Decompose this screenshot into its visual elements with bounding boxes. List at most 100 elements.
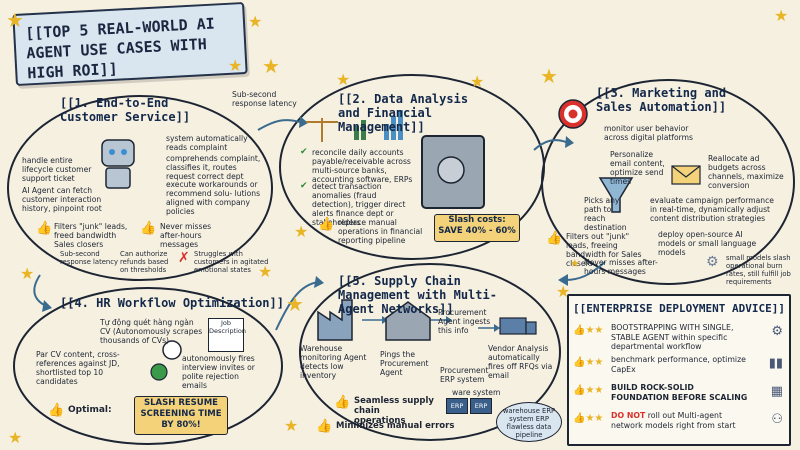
star-icon: ★ xyxy=(258,262,273,281)
filters-junk-text: Filters "junk" leads, freed bandwidth Sa… xyxy=(54,222,128,249)
workarounds-text: execute workarounds or recommend solu- l… xyxy=(166,180,261,216)
erp-icon: ERP xyxy=(470,398,492,414)
job-description-doc: Job Description xyxy=(208,318,246,352)
thumbs-up-icon: 👍 xyxy=(48,403,65,418)
arrow-head xyxy=(565,136,574,148)
slash-costs-box: Slash costs: SAVE 40% - 60% xyxy=(434,214,520,242)
phone-icon xyxy=(150,363,168,381)
robot-eye xyxy=(109,149,115,155)
arrow-4-to-5 xyxy=(275,281,319,331)
advice-item-2: benchmark performance, optimize CapEx xyxy=(611,355,746,374)
star-icon: ★ xyxy=(8,428,23,447)
star-icon: ★ xyxy=(540,64,558,88)
section2-title: [[2. Data Analysis and Financial Managem… xyxy=(338,92,469,134)
section4-oval xyxy=(13,287,283,445)
latency-note: Sub-second response latency xyxy=(232,90,297,108)
section1-title: [[1. End-to-End Customer Service]] xyxy=(60,96,191,124)
arrow-head xyxy=(494,324,500,332)
ware-system-text: ware system xyxy=(452,388,501,397)
bar-icon xyxy=(391,116,396,140)
picks-path-text: Picks any path to reach destination xyxy=(584,196,627,232)
monitor-text: monitor user behavior across digital pla… xyxy=(604,124,693,142)
refunds-text: Can authorize refunds based on threshold… xyxy=(120,250,169,274)
section5-title: [[5. Supply Chain Management with Multi-… xyxy=(338,274,497,316)
target-center xyxy=(568,109,578,119)
page-title: [[TOP 5 REAL-WORLD AI AGENT USE CASES WI… xyxy=(24,14,216,83)
advice-item-1: BOOTSTRAPPING WITH SINGLE, STABLE AGENT … xyxy=(611,323,734,351)
star-icon: ★ xyxy=(294,222,309,241)
pings-text: Pings the Procurement Agent xyxy=(380,350,429,377)
fetch-history-text: AI Agent can fetch customer interaction … xyxy=(22,186,102,213)
slash-resume-box: SLASH RESUME SCREENING TIME BY 80%! xyxy=(134,396,228,435)
cross-icon: ✗ xyxy=(178,250,190,266)
warehouse-icon xyxy=(385,301,431,341)
advice-item-4-text: roll out Multi-agent network models righ… xyxy=(611,411,736,430)
arrow-head xyxy=(42,300,52,312)
check-icon: ✔ xyxy=(300,181,308,191)
struggles-text: Struggles with customers in agitated emo… xyxy=(194,250,269,274)
truck-cab xyxy=(525,321,537,335)
small-models-text: small models slash operational burn rate… xyxy=(726,254,791,286)
thumbs-up-icon: 👍 xyxy=(36,221,53,236)
section3-title: [[3. Marketing and Sales Automation]] xyxy=(596,86,727,114)
star-icon: ★ xyxy=(248,12,263,31)
warehouse-agent-text: Warehouse monitoring Agent detects low i… xyxy=(300,344,367,380)
advice-item-4: DO NOT roll out Multi-agent network mode… xyxy=(611,411,751,430)
par-cv-text: Par CV content, cross-references against… xyxy=(36,350,120,386)
star-icon: ★ xyxy=(570,257,580,270)
vendor-analysis-text: Vendor Analysis automatically fires off … xyxy=(488,344,553,380)
arrow-head xyxy=(299,116,308,128)
scrapes-text: Tự động quét hàng ngàn CV (Autonomously … xyxy=(100,318,203,345)
replace-text: replace manual operations in financial r… xyxy=(338,218,423,245)
minimizes-text: Minimizes manual errors xyxy=(336,421,455,431)
building-icon: ▦ xyxy=(770,384,783,399)
advice-item-3: BUILD ROCK-SOLID FOUNDATION BEFORE SCALI… xyxy=(611,383,748,402)
bar-icon xyxy=(384,124,389,140)
envelope-flap xyxy=(671,165,701,178)
thumbs-up-icon: 👍 xyxy=(334,395,351,410)
safe-dial xyxy=(437,156,465,184)
deploy-models-text: deploy open-source AI models or small la… xyxy=(658,230,757,257)
comprehends-text: comprehends complaint, classifies it, ro… xyxy=(166,154,261,181)
procurement-erp-text: Procurement ERP system xyxy=(440,366,489,384)
robot-icon xyxy=(101,139,135,167)
advice-title: [[ENTERPRISE DEPLOYMENT ADVICE]] xyxy=(573,302,785,315)
star-icon: ★ xyxy=(336,70,351,89)
funnel-icon xyxy=(598,177,634,213)
personalize-text: Personalize email content, optimize send… xyxy=(610,150,665,186)
arrow-1-to-2 xyxy=(257,119,301,131)
seamless-text: Seamless supply chain operations xyxy=(354,396,434,426)
title-banner: [[TOP 5 REAL-WORLD AI AGENT USE CASES WI… xyxy=(12,1,248,87)
truck-icon xyxy=(499,317,527,335)
clock-icon xyxy=(162,340,182,360)
slash-costs-value: SAVE 40% - 60% xyxy=(438,226,516,236)
robot-body xyxy=(105,167,131,189)
optimal-label: Optimal: xyxy=(68,405,112,415)
thumbs-stars-icon: 👍★★ xyxy=(573,385,604,396)
advice-panel: [[ENTERPRISE DEPLOYMENT ADVICE]] 👍★★ BOO… xyxy=(567,294,791,446)
never-misses-3-text: Never misses after-hours messages xyxy=(584,258,658,276)
star-icon: ★ xyxy=(228,56,243,75)
erp-icon: ERP xyxy=(446,398,468,414)
reads-complaint-text: system automatically reads complaint xyxy=(166,134,248,152)
star-icon: ★ xyxy=(262,54,280,78)
thumbs-stars-icon: 👍★★ xyxy=(573,413,604,424)
star-icon: ★ xyxy=(286,292,304,316)
do-not-label: DO NOT xyxy=(611,411,646,420)
sub-second-text: Sub-second response latency xyxy=(60,250,118,266)
thumbs-up-icon: 👍 xyxy=(546,231,563,246)
section4-title: [[4. HR Workflow Optimization]] xyxy=(60,296,284,310)
section5-oval xyxy=(299,263,561,441)
detect-text: detect transaction anomalies (fraud dete… xyxy=(312,182,406,227)
arrow-3-to-5 xyxy=(564,261,606,281)
robot-small-icon: ⚙ xyxy=(706,254,719,270)
bar-icon xyxy=(361,120,366,140)
autonomously-fires-text: autonomously fires interview invites or … xyxy=(182,354,255,390)
arrow-head xyxy=(314,276,324,288)
reconcile-text: reconcile daily accounts payable/receiva… xyxy=(312,148,413,184)
chart-icon: ▮▮ xyxy=(768,356,783,371)
thumbs-up-icon: 👍 xyxy=(316,419,333,434)
slash-costs-label: Slash costs: xyxy=(448,215,506,225)
star-icon: ★ xyxy=(774,6,789,25)
